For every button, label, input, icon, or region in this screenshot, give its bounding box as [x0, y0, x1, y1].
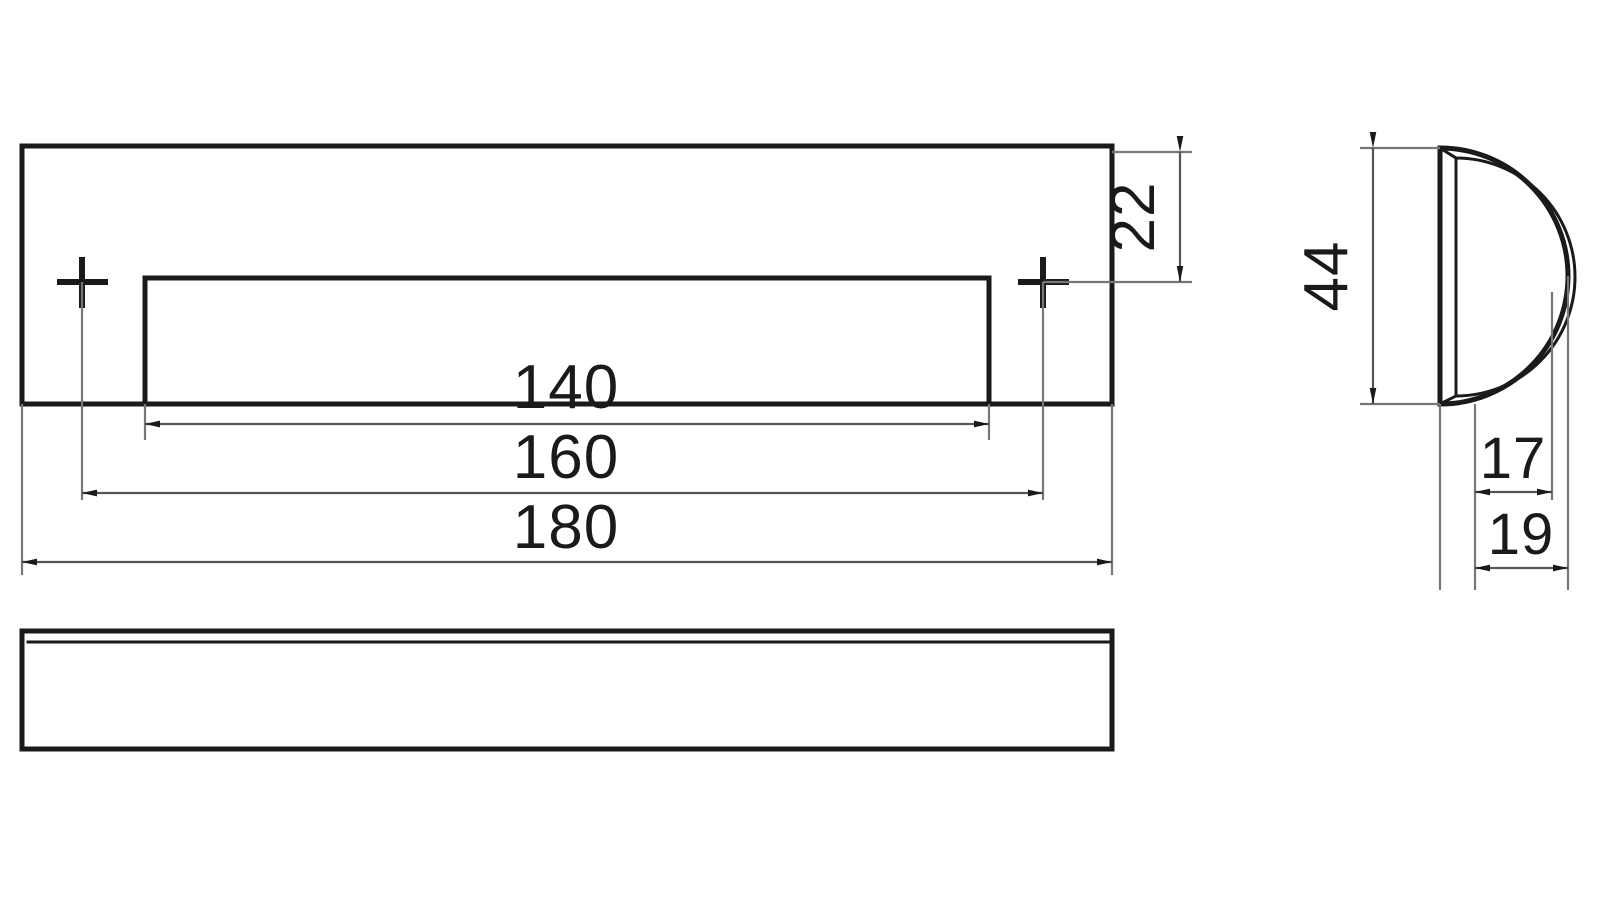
dimension-180-label: 180 — [513, 493, 619, 562]
dimension-160: 160 — [82, 423, 1043, 497]
dimension-140: 140 — [145, 353, 989, 428]
side-view-inner-arc — [1454, 156, 1577, 398]
dimension-22-label: 22 — [1099, 182, 1168, 253]
side-view-outer-profile — [1437, 145, 1571, 407]
dimension-160-label: 160 — [513, 423, 619, 492]
dimension-44-label: 44 — [1292, 241, 1361, 312]
dimension-17: 17 — [1475, 426, 1552, 496]
dimension-22: 22 — [1043, 136, 1192, 284]
side-view-top-cap — [1437, 145, 1459, 161]
bottom-view — [19, 628, 1115, 752]
dimension-44: 44 — [1292, 132, 1377, 404]
dimension-19: 19 — [1475, 502, 1568, 572]
dimension-180: 180 — [22, 493, 1112, 566]
dimension-17-label: 17 — [1480, 426, 1547, 491]
bottom-view-outer-body — [19, 628, 1115, 752]
dimension-140-label: 140 — [513, 353, 619, 422]
dimension-19-label: 19 — [1488, 502, 1555, 567]
side-view: 44 17 19 — [1292, 132, 1577, 590]
front-view: 140 160 180 22 — [19, 136, 1192, 575]
side-view-bottom-cap — [1437, 393, 1459, 407]
